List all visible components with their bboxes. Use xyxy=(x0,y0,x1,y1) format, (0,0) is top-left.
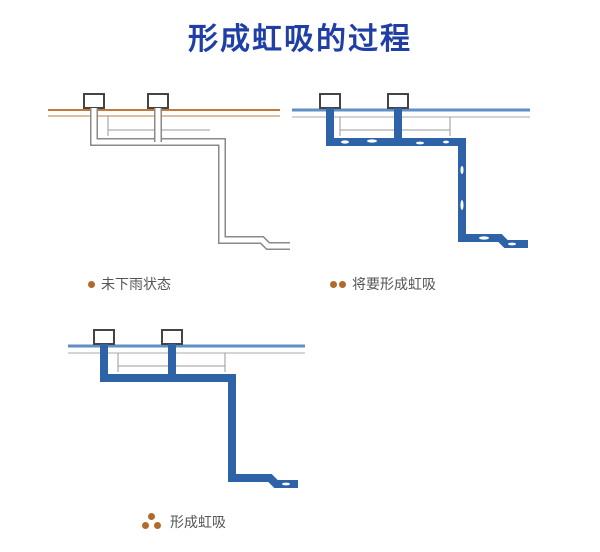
stage-2-diagram xyxy=(292,93,530,248)
stage-1-label: 未下雨状态 xyxy=(101,277,171,293)
roof-drain-icon xyxy=(83,93,105,109)
stage-dot-icon xyxy=(88,280,95,288)
roof-drain-icon xyxy=(161,329,183,345)
roof-drain-icon xyxy=(387,93,409,109)
air-bubbles xyxy=(282,482,290,486)
page-title: 形成虹吸的过程 xyxy=(188,22,412,57)
stage-3-label: 形成虹吸 xyxy=(170,515,226,531)
stage-3-diagram xyxy=(68,329,305,488)
stage-1-diagram xyxy=(48,93,290,250)
drain-pipe-outline xyxy=(90,108,290,250)
roof-drain-icon xyxy=(147,93,169,109)
stage-2-caption: 将要形成虹吸 xyxy=(330,274,436,294)
air-bubbles xyxy=(341,139,516,246)
stage-1-caption: 未下雨状态 xyxy=(88,274,171,294)
stage-dots-icon xyxy=(330,280,346,288)
drain-pipe-empty xyxy=(91,108,290,249)
stage-3-caption: 形成虹吸 xyxy=(140,512,226,532)
roof-drain-icon xyxy=(319,93,341,109)
drain-pipe-water xyxy=(326,108,528,248)
drain-pipe-water xyxy=(100,344,298,488)
stage-2-label: 将要形成虹吸 xyxy=(352,277,436,293)
roof-drain-icon xyxy=(93,329,115,345)
stage-dots-icon xyxy=(140,513,164,531)
